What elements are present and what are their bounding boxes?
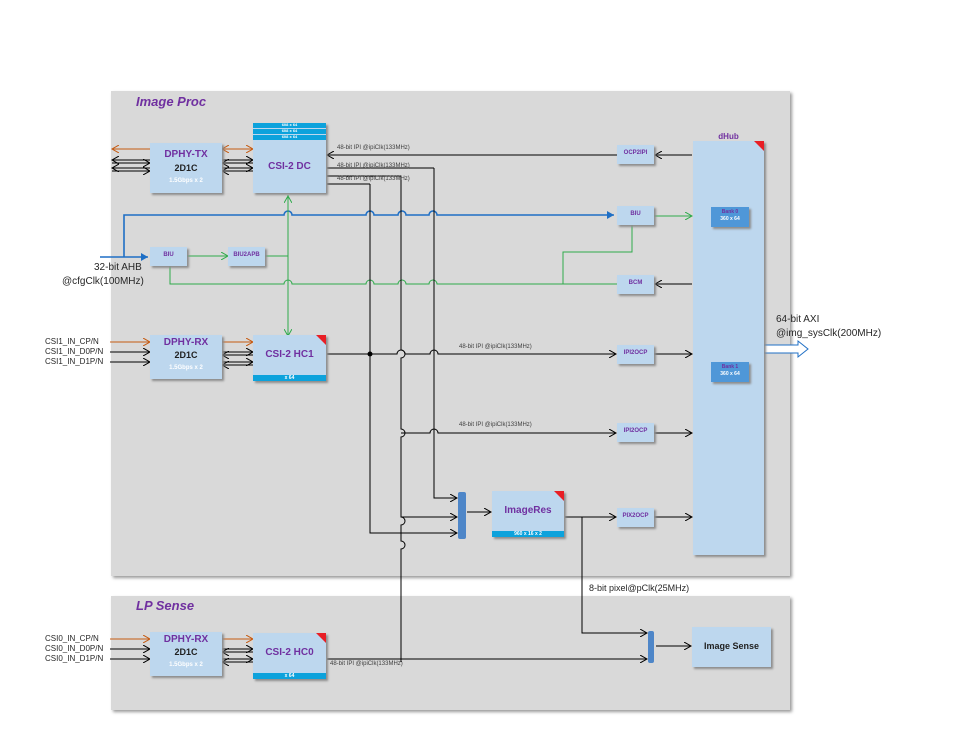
dphy-rx1-rate: 1.5Gbps x 2	[169, 365, 203, 371]
image-proc-title: Image Proc	[136, 94, 207, 109]
csi1-d1-label: CSI1_IN_D1P/N	[45, 357, 104, 366]
ipi2ocp-label-2: IPI2OCP	[623, 428, 648, 434]
csi0-d1-label: CSI0_IN_D1P/N	[45, 654, 104, 663]
image-sense-block[interactable]: Image Sense	[692, 627, 771, 667]
bank0-name: Bank 0	[721, 209, 739, 215]
pix2ocp-block[interactable]: PIX2OCP	[617, 508, 654, 527]
ipi2ocp-block-2[interactable]: IPI2OCP	[617, 423, 654, 442]
ipi-hc1-label: 48-bit IPI @ipiClk(133MHz)	[459, 344, 532, 350]
dhub-block[interactable]: dHub	[693, 132, 764, 555]
lp-sense-title: LP Sense	[136, 598, 195, 613]
dhub-name: dHub	[718, 132, 739, 141]
csi2-hc0-band: x 64	[284, 673, 295, 679]
biu-left-label: BIU	[163, 252, 174, 258]
csi2-dc-band-2: 608 x 64	[281, 128, 298, 133]
csi2-hc1-name: CSI-2 HC1	[265, 349, 314, 360]
csi0-d0-label: CSI0_IN_D0P/N	[45, 644, 104, 653]
imageres-name: ImageRes	[504, 505, 552, 516]
pix2ocp-label: PIX2OCP	[622, 513, 649, 519]
dphy-rx1-block[interactable]: DPHY-RX 2D1C 1.5Gbps x 2	[150, 335, 222, 379]
axi-label-1: 64-bit AXI	[776, 314, 820, 325]
csi0-cp-label: CSI0_IN_CP/N	[45, 634, 99, 643]
csi1-cp-label: CSI1_IN_CP/N	[45, 337, 99, 346]
imageres-block[interactable]: ImageRes 960 x 16 x 2	[492, 491, 564, 537]
dhub-bank1: Bank 1 360 x 64	[711, 362, 749, 382]
biu2apb-label: BIU2APB	[233, 252, 260, 258]
csi2-dc-band-1: 608 x 64	[281, 122, 298, 127]
ipi2ocp-block-1[interactable]: IPI2OCP	[617, 345, 654, 364]
corner-marker	[316, 335, 326, 345]
dphy-rx0-sub: 2D1C	[174, 647, 198, 657]
bank1-size: 360 x 64	[720, 371, 740, 377]
ipi-mid-label: 48-bit IPI @ipiClk(133MHz)	[459, 422, 532, 428]
bcm-block[interactable]: BCM	[617, 275, 654, 294]
csi1-d0-label: CSI1_IN_D0P/N	[45, 347, 104, 356]
biu-left-block[interactable]: BIU	[150, 247, 187, 266]
ipi-dc-label-2: 48-bit IPI @ipiClk(133MHz)	[337, 163, 410, 169]
image-sense-name: Image Sense	[703, 641, 760, 651]
dphy-rx0-name: DPHY-RX	[163, 634, 209, 645]
dphy-tx-rate: 1.5Gbps x 2	[169, 178, 203, 184]
pixel-label: 8-bit pixel@pClk(25MHz)	[589, 583, 690, 593]
biu2apb-block[interactable]: BIU2APB	[228, 247, 265, 266]
biu-right-label: BIU	[630, 211, 641, 217]
ahb-label-2: @cfgClk(100MHz)	[62, 276, 144, 287]
dphy-rx1-name: DPHY-RX	[163, 337, 209, 348]
dphy-rx0-rate: 1.5Gbps x 2	[169, 662, 203, 668]
ipi2ocp-label-1: IPI2OCP	[623, 350, 648, 356]
csi2-hc0-name: CSI-2 HC0	[265, 647, 314, 658]
corner-marker	[754, 141, 764, 151]
csi2-hc1-band: x 64	[284, 375, 295, 381]
csi2-dc-block[interactable]: 608 x 64 608 x 64 608 x 64 CSI-2 DC	[253, 122, 326, 193]
csi2-hc0-block[interactable]: CSI-2 HC0 x 64	[253, 633, 326, 679]
bank0-size: 360 x 64	[720, 216, 740, 222]
axi-label-2: @img_sysClk(200MHz)	[776, 328, 882, 339]
imageres-mux	[458, 492, 466, 539]
ipi-dc-label-1: 48-bit IPI @ipiClk(133MHz)	[337, 145, 410, 151]
dhub-bank0: Bank 0 360 x 64	[711, 207, 749, 227]
biu-right-block[interactable]: BIU	[617, 206, 654, 225]
csi2-hc1-block[interactable]: CSI-2 HC1 x 64	[253, 335, 326, 381]
ipi-dc-label-3: 48-bit IPI @ipiClk(133MHz)	[337, 176, 410, 182]
dphy-tx-block[interactable]: DPHY-TX 2D1C 1.5Gbps x 2	[150, 143, 222, 193]
ocp2ipi-block[interactable]: OCP2IPI	[617, 145, 654, 164]
bank1-name: Bank 1	[721, 364, 739, 370]
ocp2ipi-label: OCP2IPI	[623, 150, 648, 156]
imageres-band: 960 x 16 x 2	[514, 531, 542, 537]
corner-marker	[554, 491, 564, 501]
dphy-rx0-block[interactable]: DPHY-RX 2D1C 1.5Gbps x 2	[150, 632, 222, 676]
dphy-tx-name: DPHY-TX	[164, 149, 208, 160]
csi2-dc-name: CSI-2 DC	[268, 161, 311, 172]
corner-marker	[316, 633, 326, 643]
ipi-hc0-label: 48-bit IPI @ipiClk(133MHz)	[330, 661, 403, 667]
dphy-tx-sub: 2D1C	[174, 163, 198, 173]
csi2-dc-band-3: 608 x 64	[281, 134, 298, 139]
dphy-rx1-sub: 2D1C	[174, 350, 198, 360]
imagesense-mux	[648, 631, 654, 663]
bcm-label: BCM	[628, 280, 643, 286]
ahb-label-1: 32-bit AHB	[94, 262, 142, 273]
